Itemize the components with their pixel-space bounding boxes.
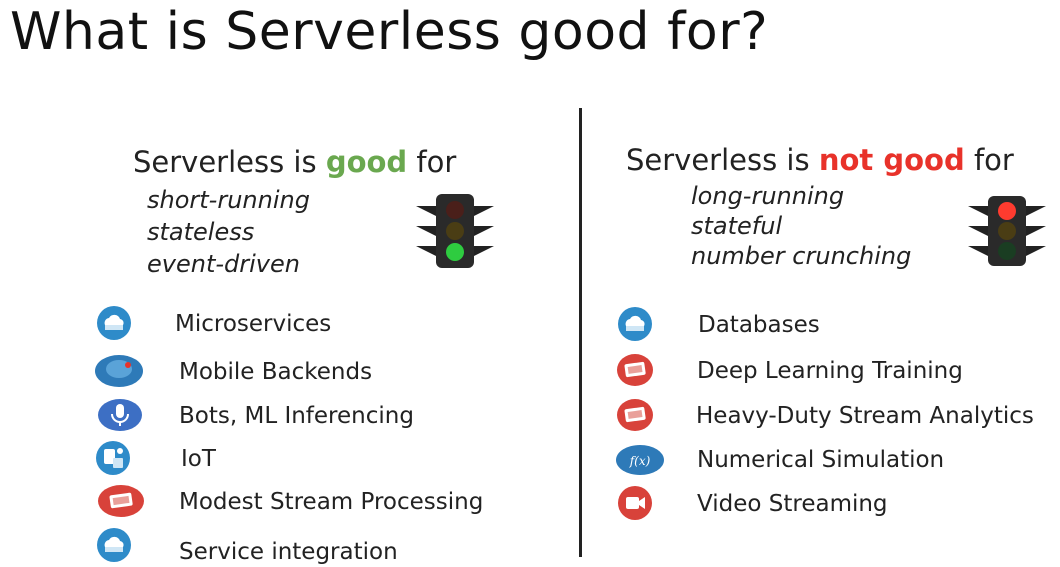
microphone-icon xyxy=(98,399,142,431)
list-item: Deep Learning Training xyxy=(616,352,1036,392)
list-item: Service integration xyxy=(96,527,516,567)
list-item: Modest Stream Processing xyxy=(97,483,537,523)
red-traffic-light-icon xyxy=(968,196,1046,266)
list-item: Microservices xyxy=(96,305,516,345)
list-item-label: Modest Stream Processing xyxy=(179,489,484,515)
attribute-item: number crunching xyxy=(691,242,912,270)
function-icon-text: f(x) xyxy=(629,454,651,468)
list-item-label: Heavy-Duty Stream Analytics xyxy=(696,403,1034,429)
list-item-label: Video Streaming xyxy=(697,491,888,517)
list-item: Video Streaming xyxy=(617,485,1037,525)
heading-suffix: for xyxy=(407,145,457,179)
cloud-server-icon xyxy=(97,306,131,340)
list-item-label: Service integration xyxy=(179,539,398,565)
not-good-for-heading: Serverless is not good for xyxy=(626,143,1014,177)
list-item-label: Deep Learning Training xyxy=(697,358,963,384)
list-item: Bots, ML Inferencing xyxy=(97,397,517,437)
heading-prefix: Serverless is xyxy=(626,143,819,177)
attribute-item: stateful xyxy=(691,212,783,240)
list-item: f(x) Numerical Simulation xyxy=(615,443,1035,483)
good-for-heading: Serverless is good for xyxy=(133,145,456,179)
green-traffic-light-icon xyxy=(416,194,494,268)
list-item-label: Numerical Simulation xyxy=(697,447,945,473)
iot-device-icon xyxy=(96,441,130,475)
list-item-label: Mobile Backends xyxy=(179,359,373,385)
video-camera-icon xyxy=(618,486,652,520)
function-icon: f(x) xyxy=(616,445,664,475)
list-item-label: Bots, ML Inferencing xyxy=(179,403,414,429)
list-item-label: Databases xyxy=(698,312,820,338)
list-item-label: Microservices xyxy=(175,311,332,337)
heading-prefix: Serverless is xyxy=(133,145,326,179)
attribute-item: stateless xyxy=(147,218,255,246)
list-item: Databases xyxy=(617,306,1037,346)
heading-suffix: for xyxy=(964,143,1014,177)
column-divider xyxy=(579,108,582,557)
cloud-server-icon xyxy=(97,528,131,562)
attribute-item: short-running xyxy=(147,186,310,214)
attribute-item: long-running xyxy=(691,182,845,210)
cloud-server-icon xyxy=(618,307,652,341)
list-item-label: IoT xyxy=(181,446,216,472)
good-attributes: short-running stateless event-driven xyxy=(147,184,310,280)
stream-processing-icon xyxy=(617,354,653,386)
attribute-item: event-driven xyxy=(147,250,300,278)
slide-title: What is Serverless good for? xyxy=(10,2,769,62)
stream-processing-icon xyxy=(617,399,653,431)
good-word: good xyxy=(325,145,408,179)
list-item: Heavy-Duty Stream Analytics xyxy=(616,397,1060,437)
list-item: IoT xyxy=(95,440,515,480)
mobile-backend-icon xyxy=(95,355,143,387)
stream-processing-icon xyxy=(98,485,144,517)
list-item: Mobile Backends xyxy=(94,353,514,393)
not-good-word: not good xyxy=(818,143,965,177)
not-good-attributes: long-running stateful number crunching xyxy=(691,181,911,271)
